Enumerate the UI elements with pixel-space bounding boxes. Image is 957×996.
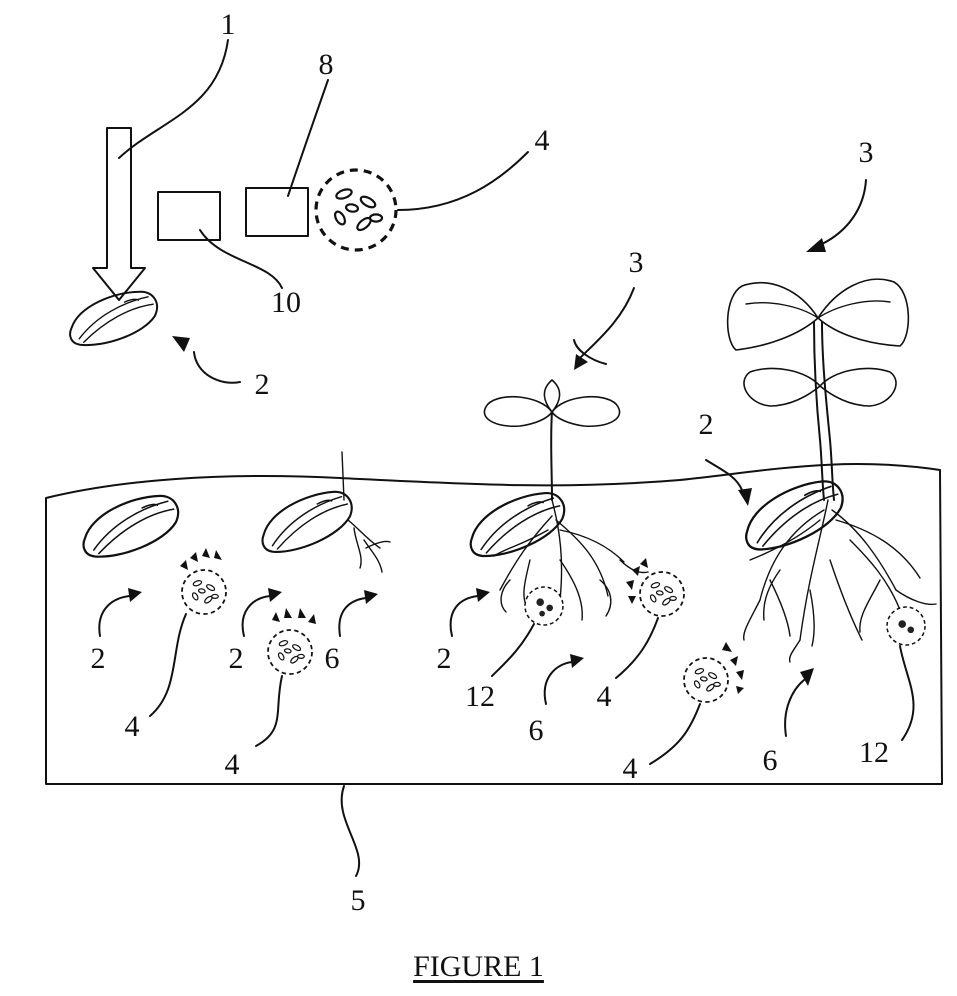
ref-label-1: 1 bbox=[221, 8, 236, 41]
input-arrow bbox=[93, 128, 145, 300]
ref-label-4-stage1: 4 bbox=[125, 710, 140, 743]
ref-label-4-stage4: 4 bbox=[623, 752, 638, 785]
leader-4-top bbox=[398, 152, 528, 210]
seed-top bbox=[65, 289, 161, 348]
seed-stage-3 bbox=[463, 489, 571, 560]
leader-2-stage2 bbox=[243, 596, 270, 636]
colonized-stage-4 bbox=[887, 607, 925, 645]
seed-stage-2 bbox=[255, 488, 358, 556]
leader-12-stage4 bbox=[900, 646, 914, 740]
ref-label-2-stage3: 2 bbox=[437, 642, 452, 675]
microbe-top bbox=[316, 170, 396, 250]
root-stage-2 bbox=[342, 452, 390, 572]
ref-label-10: 10 bbox=[271, 286, 301, 319]
ref-label-4-stage3: 4 bbox=[597, 680, 612, 713]
ref-label-2-stage4: 2 bbox=[699, 408, 714, 441]
ref-label-6-stage2: 6 bbox=[325, 642, 340, 675]
microbe-stage-2 bbox=[268, 630, 312, 674]
leader-2-top bbox=[194, 352, 240, 383]
leader-2-stage1 bbox=[99, 596, 130, 636]
leader-6-stage4 bbox=[785, 680, 804, 736]
ref-label-4-stage2: 4 bbox=[225, 748, 240, 781]
ref-label-5: 5 bbox=[351, 884, 366, 917]
microbe-stage-3 bbox=[640, 572, 684, 616]
microbe-stage-4 bbox=[684, 658, 728, 702]
leader-2-stage3 bbox=[451, 596, 478, 636]
leader-4-stage4 bbox=[650, 704, 700, 764]
ref-label-4-top: 4 bbox=[535, 124, 550, 157]
box-10 bbox=[158, 192, 282, 288]
box-8 bbox=[246, 80, 328, 236]
leader-5 bbox=[342, 786, 360, 876]
leader-4-stage2 bbox=[256, 676, 282, 746]
leader-1 bbox=[119, 40, 228, 158]
seedling-stage-3 bbox=[484, 380, 619, 500]
leader-4-stage3 bbox=[616, 618, 658, 678]
ref-label-3-stage4: 3 bbox=[859, 136, 874, 169]
signal-marks-1 bbox=[180, 548, 222, 570]
ref-label-12-stage4: 12 bbox=[859, 736, 889, 769]
ref-label-6-stage4: 6 bbox=[763, 744, 778, 777]
figure-caption: FIGURE 1 bbox=[0, 950, 957, 984]
ref-label-2-stage1: 2 bbox=[91, 642, 106, 675]
ref-label-6-stage3: 6 bbox=[529, 714, 544, 747]
roots-stage-3 bbox=[494, 500, 648, 620]
leader-12-stage3 bbox=[492, 624, 534, 676]
colonized-stage-3 bbox=[525, 587, 563, 625]
microbe-stage-1 bbox=[182, 570, 226, 614]
figure-caption-text: FIGURE 1 bbox=[413, 950, 544, 983]
seed-stage-1 bbox=[77, 492, 184, 560]
ref-label-2-top: 2 bbox=[255, 368, 270, 401]
arrowhead-2-top bbox=[172, 336, 190, 352]
leader-6-stage2 bbox=[339, 598, 366, 636]
ref-label-3-stage3: 3 bbox=[629, 246, 644, 279]
leader-3-stage4 bbox=[822, 180, 866, 244]
ref-label-8: 8 bbox=[319, 48, 334, 81]
leader-4-stage1 bbox=[150, 614, 186, 716]
ref-label-2-stage2: 2 bbox=[229, 642, 244, 675]
leader-6-stage3 bbox=[545, 662, 572, 704]
plant-stage-4 bbox=[728, 279, 909, 500]
ref-label-12-stage3: 12 bbox=[465, 680, 495, 713]
signal-marks-2 bbox=[272, 608, 316, 624]
